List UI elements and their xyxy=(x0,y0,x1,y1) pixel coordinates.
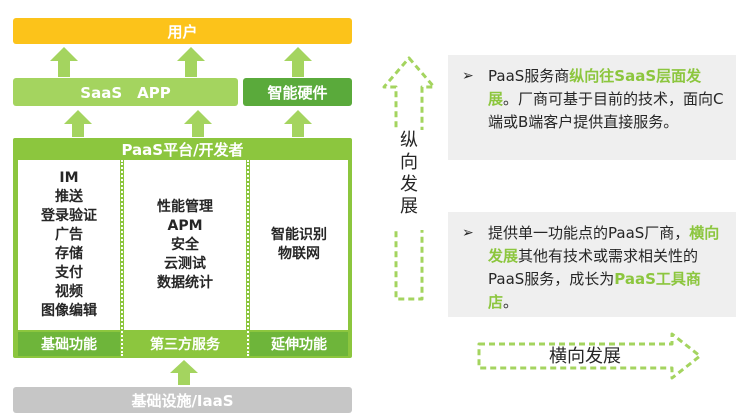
vertical-label-char: 发 xyxy=(400,174,418,195)
basic-functions-column: IM 推送 登录验证 广告 存储 支付 视频 图像编辑 xyxy=(18,160,120,330)
arrow-up-icon xyxy=(64,110,92,137)
arrow-up-icon xyxy=(170,360,198,385)
column-item: IM xyxy=(59,170,79,186)
smart-hardware-bar: 智能硬件 xyxy=(243,78,352,106)
note-text: 。厂商可基于目前的技术，面向C端或B端客户提供直接服务。 xyxy=(488,90,724,131)
note-horizontal-development: ➢ 提供单一功能点的PaaS厂商，横向发展其他有技术或需求相关性的PaaS服务，… xyxy=(448,212,736,317)
extended-functions-label: 延伸功能 xyxy=(250,332,348,356)
column-item: 云测试 xyxy=(164,255,206,272)
infrastructure-bar: 基础设施/IaaS xyxy=(13,387,352,413)
arrow-up-icon xyxy=(177,47,205,77)
arrow-up-icon xyxy=(184,110,212,137)
column-item: 智能识别 xyxy=(271,227,327,243)
column-item: 物联网 xyxy=(278,246,320,262)
column-item: 性能管理 xyxy=(157,198,213,215)
column-item: 安全 xyxy=(171,236,199,253)
users-bar: 用户 xyxy=(13,18,352,44)
basic-functions-label: 基础功能 xyxy=(18,332,120,356)
note-text: PaaS服务商 xyxy=(488,67,570,85)
column-item: 存储 xyxy=(55,246,83,262)
bullet-arrow-icon: ➢ xyxy=(462,225,474,241)
saas-app-bar: SaaS APP xyxy=(13,78,238,106)
vertical-label-char: 向 xyxy=(400,152,418,173)
column-item: 登录验证 xyxy=(41,208,97,224)
column-item: 图像编辑 xyxy=(41,303,97,319)
third-party-services-label: 第三方服务 xyxy=(124,332,246,356)
arrow-up-icon xyxy=(50,47,78,77)
column-divider xyxy=(247,160,249,356)
horizontal-growth-label: 横向发展 xyxy=(549,346,621,367)
note-text: 提供单一功能点的PaaS厂商， xyxy=(488,224,690,242)
arrow-up-icon xyxy=(284,47,312,77)
note-highlight: PaaS工具商店 xyxy=(488,270,701,311)
paas-platform-title: PaaS平台/开发者 xyxy=(121,140,244,159)
note-text: 。 xyxy=(503,293,519,311)
vertical-label-char: 展 xyxy=(400,196,418,217)
horizontal-growth-arrow-icon xyxy=(477,332,702,380)
note-text: 其他有技术或需求相关性的PaaS服务，成长为 xyxy=(488,247,699,288)
bullet-arrow-icon: ➢ xyxy=(462,68,474,84)
column-item: 视频 xyxy=(55,284,83,300)
column-item: 支付 xyxy=(55,265,83,281)
column-item: 广告 xyxy=(55,227,83,243)
column-item: 数据统计 xyxy=(157,274,213,291)
arrow-up-icon xyxy=(284,110,312,137)
column-item: 推送 xyxy=(55,189,83,205)
note-vertical-development: ➢ PaaS服务商纵向往SaaS层面发展。厂商可基于目前的技术，面向C端或B端客… xyxy=(448,55,736,160)
third-party-services-column: 性能管理 APM 安全 云测试 数据统计 xyxy=(124,160,246,330)
note-highlight: 纵向往SaaS层面发展 xyxy=(488,67,702,108)
vertical-growth-label: 纵 向 发 展 xyxy=(389,130,429,230)
column-divider xyxy=(121,160,123,356)
vertical-label-char: 纵 xyxy=(400,130,418,151)
vertical-growth-arrow-icon xyxy=(382,56,436,301)
column-item: APM xyxy=(167,217,203,234)
note-highlight: 横向发展 xyxy=(488,224,720,265)
extended-functions-column: 智能识别 物联网 xyxy=(250,160,348,330)
